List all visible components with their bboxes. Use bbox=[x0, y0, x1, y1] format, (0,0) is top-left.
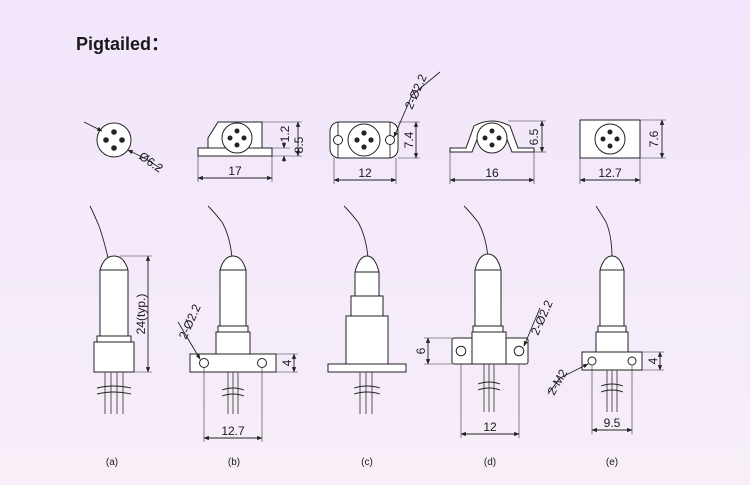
dim-a-diameter: Ø6.2 bbox=[136, 149, 166, 176]
dim-d-height: 6.5 bbox=[527, 128, 541, 145]
side-view-a: 24(typ.) (a) bbox=[89, 205, 152, 468]
caption-c: (c) bbox=[361, 457, 373, 468]
side-view-b: 2-Ø2.2 4 12.7 (b) bbox=[176, 205, 298, 468]
dim-b-height: 8.5 bbox=[292, 136, 306, 153]
dim-e-width: 12.7 bbox=[598, 166, 622, 180]
top-view-c: 2-Ø2.2 7.4 12 bbox=[329, 71, 441, 184]
side-view-d: 6 2-Ø2.2 12 (d) bbox=[414, 205, 556, 468]
dim-c-holes: 2-Ø2.2 bbox=[402, 72, 430, 112]
dim-b-holes: 2-Ø2.2 bbox=[176, 302, 204, 342]
side-view-c: (c) bbox=[327, 205, 407, 468]
dim-e-threads: 2-M2 bbox=[544, 367, 570, 398]
page-title: Pigtailed： bbox=[76, 34, 170, 54]
caption-d: (d) bbox=[484, 457, 496, 468]
dim-d-hole-pitch: 12 bbox=[483, 420, 497, 434]
caption-e: (e) bbox=[606, 457, 618, 468]
caption-b: (b) bbox=[228, 457, 240, 468]
dim-b-hole-pitch: 12.7 bbox=[221, 424, 245, 438]
top-view-a: Ø6.2 bbox=[83, 121, 166, 176]
dim-c-height: 7.4 bbox=[402, 131, 416, 148]
dim-c-width: 12 bbox=[358, 166, 372, 180]
top-view-d: 6.5 16 bbox=[449, 120, 546, 184]
caption-a: (a) bbox=[106, 457, 118, 468]
side-view-e: 2-M2 4 9.5 (e) bbox=[544, 205, 664, 468]
dim-b-flange-thickness: 1.2 bbox=[278, 125, 292, 142]
dim-d-width: 16 bbox=[485, 166, 499, 180]
dim-d-flange-height: 6 bbox=[414, 347, 428, 354]
top-view-e: 7.6 12.7 bbox=[579, 119, 666, 184]
dim-e-hole-pitch: 9.5 bbox=[604, 416, 621, 430]
dim-d-holes: 2-Ø2.2 bbox=[528, 298, 556, 338]
dim-e-height: 7.6 bbox=[647, 130, 661, 147]
dim-b-width: 17 bbox=[228, 164, 242, 178]
dim-b-flange-height: 4 bbox=[280, 359, 294, 366]
top-view-b: 1.2 8.5 17 bbox=[197, 121, 306, 182]
dim-a-length: 24(typ.) bbox=[134, 294, 148, 335]
dim-e-flange-height: 4 bbox=[646, 357, 660, 364]
